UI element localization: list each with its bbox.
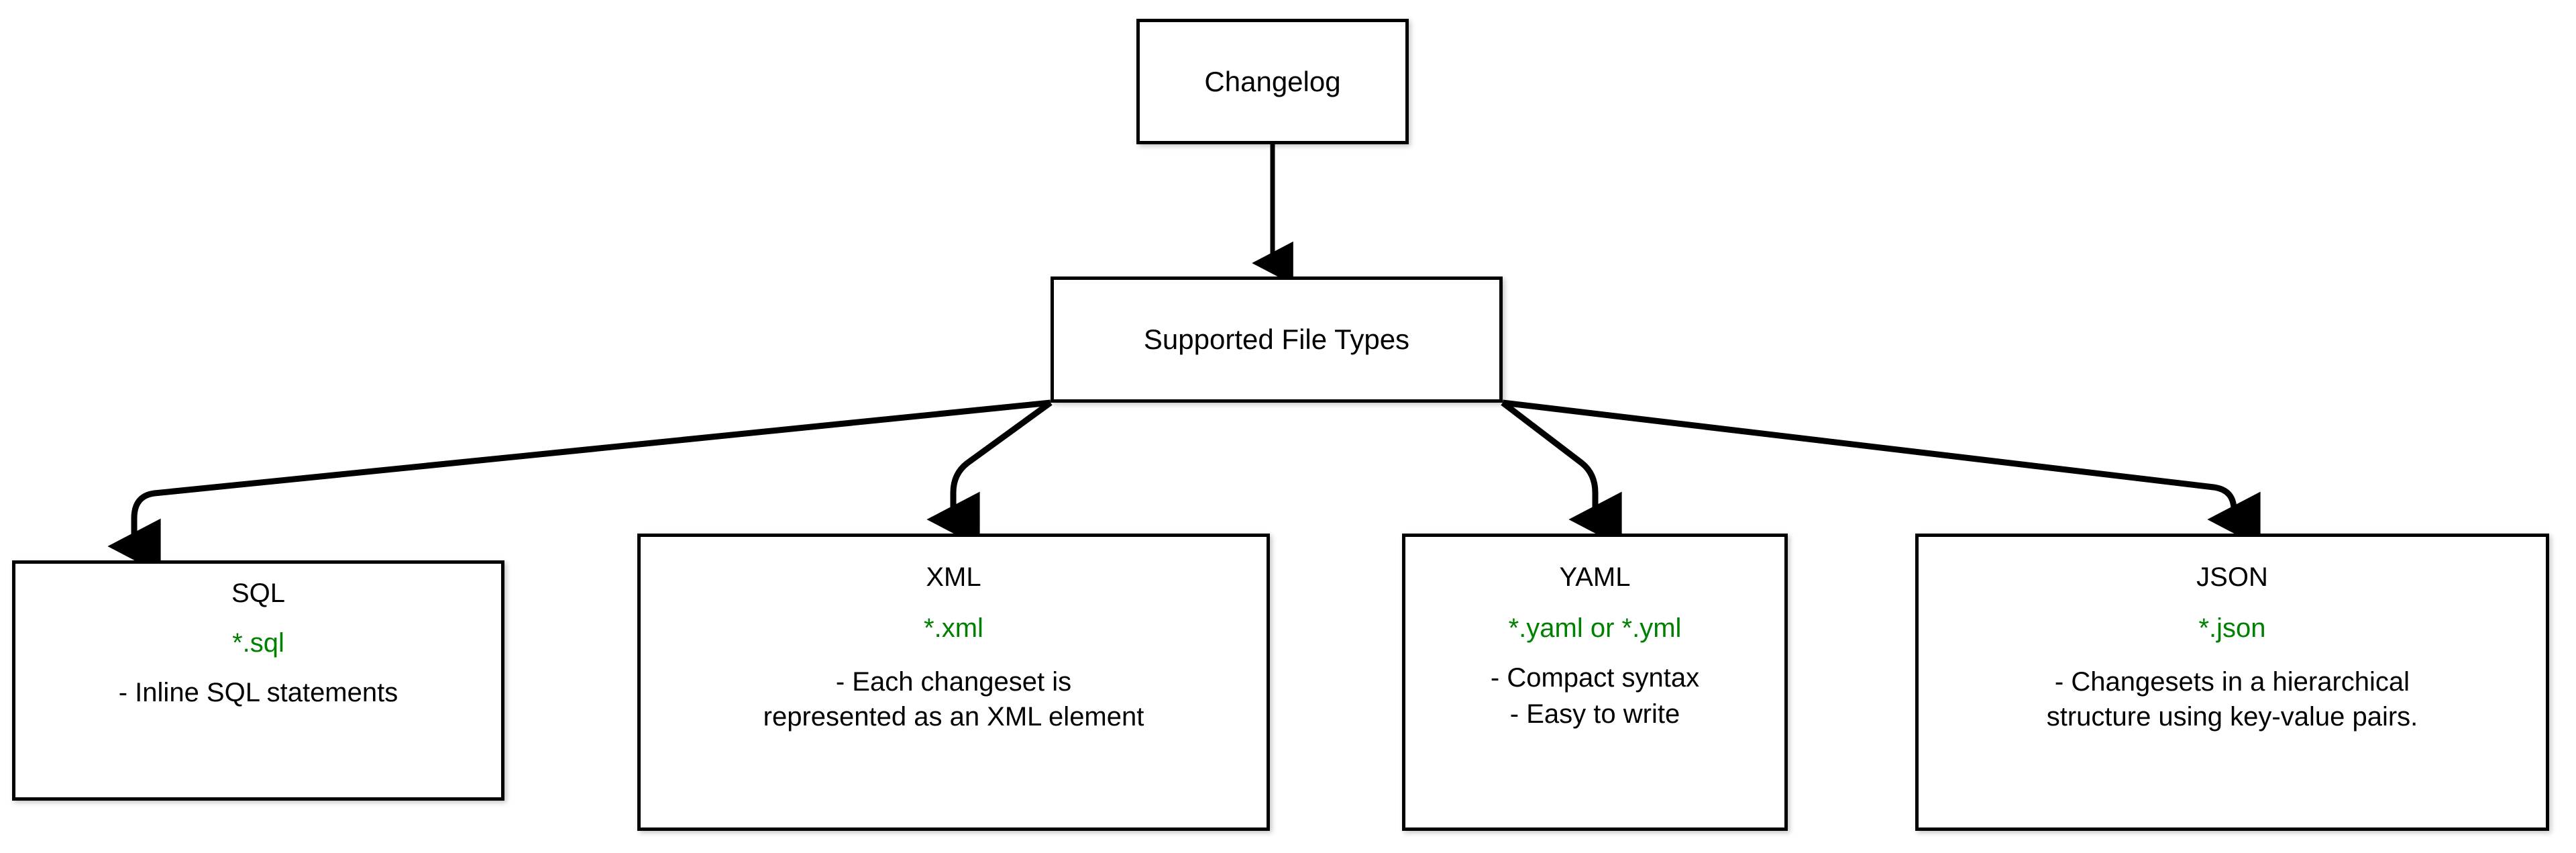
node-xml[interactable]: XML *.xml - Each changeset is represente… <box>637 534 1270 831</box>
node-yaml-description-line: - Easy to write <box>1509 699 1680 729</box>
node-sql-title: SQL <box>231 579 286 608</box>
node-yaml-extension: *.yaml or *.yml <box>1508 613 1682 643</box>
node-sql-description-line: - Inline SQL statements <box>118 678 398 707</box>
node-yaml-title: YAML <box>1559 562 1631 592</box>
node-json[interactable]: JSON *.json - Changesets in a hierarchic… <box>1915 534 2549 831</box>
node-supported-file-types[interactable]: Supported File Types <box>1051 277 1503 403</box>
node-xml-extension: *.xml <box>924 613 983 643</box>
node-json-description-line: structure using key-value pairs. <box>2046 702 2418 732</box>
node-xml-description-line: - Each changeset is <box>835 667 1072 697</box>
node-xml-description-line: represented as an XML element <box>763 702 1144 732</box>
node-sql-extension: *.sql <box>232 628 284 658</box>
node-yaml-description-line: - Compact syntax <box>1490 663 1700 693</box>
node-yaml[interactable]: YAML *.yaml or *.yml - Compact syntax - … <box>1402 534 1788 831</box>
node-sql[interactable]: SQL *.sql - Inline SQL statements <box>12 560 504 801</box>
node-xml-title: XML <box>926 562 981 592</box>
edge-supported-file-types-to-sql <box>107 399 1051 574</box>
node-json-description-line: - Changesets in a hierarchical <box>2054 667 2410 697</box>
node-yaml-description: - Compact syntax - Easy to write <box>1491 664 1699 737</box>
node-sql-description: - Inline SQL statements <box>119 679 398 706</box>
node-json-extension: *.json <box>2198 613 2266 643</box>
node-changelog[interactable]: Changelog <box>1136 19 1409 144</box>
edge-supported-file-types-to-yaml <box>1501 400 1622 548</box>
edge-supported-file-types-to-json <box>1502 399 2261 548</box>
edge-supported-file-types-to-xml <box>926 400 1053 548</box>
node-changelog-title: Changelog <box>1204 65 1341 97</box>
node-supported-file-types-title: Supported File Types <box>1143 323 1410 355</box>
node-json-title: JSON <box>2196 562 2268 592</box>
node-json-description: - Changesets in a hierarchical structure… <box>2047 668 2418 738</box>
node-xml-description: - Each changeset is represented as an XM… <box>763 668 1144 738</box>
